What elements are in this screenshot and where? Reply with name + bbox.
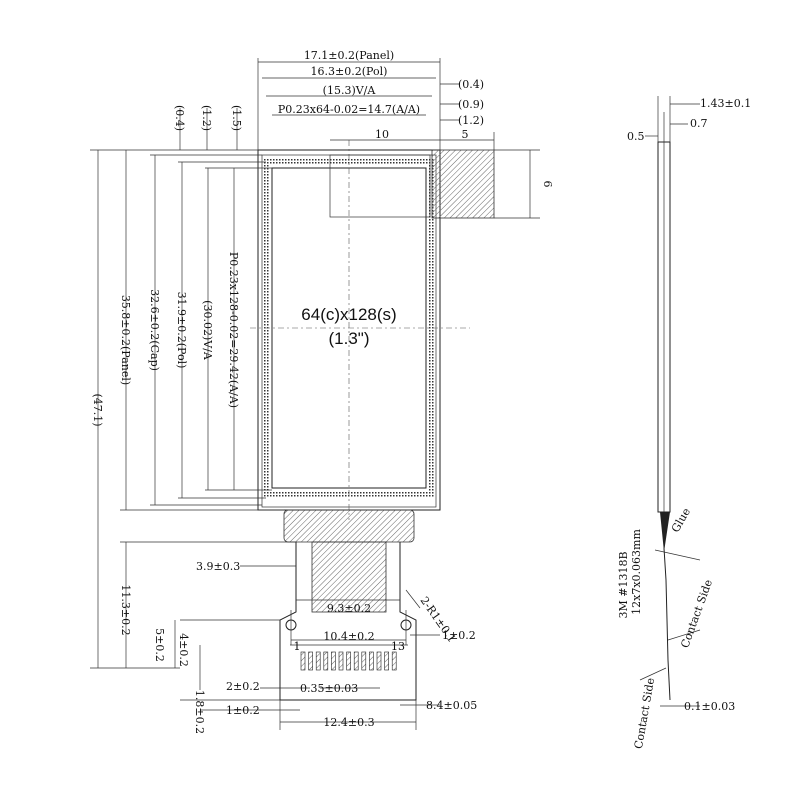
fpc-pad-hatched [431, 149, 495, 219]
fpc-pin [300, 651, 306, 671]
dim-t-01: 0.1±0.03 [684, 700, 735, 713]
dim-pol-height: 31.9±0.2(Pol) [175, 292, 188, 369]
dim-r-12: (1.2) [458, 114, 484, 127]
dim-stiff-4: 4±0.2 [177, 633, 190, 667]
dim-t-05: 0.5 [627, 130, 645, 143]
dim-stiff-5: 5±0.2 [153, 628, 166, 662]
fpc-dimension-lines [174, 565, 440, 730]
dim-aa-width: P0.23x64-0.02=14.7(A/A) [278, 103, 420, 116]
dim-pad-10: 10 [375, 128, 389, 141]
fpc-pin [384, 651, 389, 671]
fpc-pin [308, 651, 313, 671]
dim-panel-height: 35.8±0.2(Panel) [119, 295, 132, 385]
dim-aa-height: P0.23x128-0.02=29.42(A/A) [227, 252, 240, 408]
dim-r-04: (0.4) [458, 78, 484, 91]
left-dimension-lines [90, 108, 296, 669]
dim-va-width: (15.3)V/A [323, 84, 377, 97]
dim-d-1: 1±0.2 [226, 704, 260, 717]
dim-fpc-length: 11.3±0.2 [119, 584, 132, 635]
dim-t-07: 0.7 [690, 117, 708, 130]
dim-pitch: 0.35±0.03 [300, 682, 358, 695]
dim-cap-height: 32.6±0.2(Cap) [148, 289, 161, 371]
tape-label: 3M #1318B [617, 551, 630, 618]
fpc-pin [353, 651, 359, 671]
dim-l-12: (1.2) [200, 105, 213, 131]
dim-d-18: 1.8±0.2 [193, 690, 206, 734]
dim-va-height: (30.02)V/A [201, 300, 214, 361]
size-label: (1.3") [329, 329, 370, 348]
top-dimension-lines [257, 58, 540, 219]
fpc-pin [376, 651, 382, 671]
dim-l-15: (1.5) [230, 105, 243, 131]
side-view [639, 96, 701, 707]
glue-label: Glue [669, 506, 693, 535]
dim-fpc-offset: 3.9±0.3 [196, 560, 240, 573]
contact-side-label-2: Contact Side [632, 677, 657, 750]
dim-panel-width: 17.1±0.2(Panel) [304, 49, 394, 62]
fpc-pin [346, 651, 351, 671]
resolution-label: 64(c)x128(s) [301, 305, 396, 324]
dim-r-09: (0.9) [458, 98, 484, 111]
fpc-pin [323, 651, 329, 671]
dim-pad-5: 5 [462, 128, 469, 141]
fpc-pin [315, 651, 321, 671]
fpc-pin [361, 651, 367, 671]
dim-l-04: (0.4) [173, 105, 186, 131]
pin-13-label: 13 [391, 640, 405, 653]
pin-1-label: 1 [294, 640, 301, 653]
dim-pad-6: 6 [541, 181, 554, 188]
fpc-pin [391, 651, 397, 671]
dim-fpc-neck: 9.3±0.2 [327, 602, 371, 615]
dim-d-2: 2±0.2 [226, 680, 260, 693]
tape-size-label: 12x7x0.063mm [630, 529, 643, 615]
fpc-pin [369, 651, 374, 671]
fpc-pins [300, 651, 397, 671]
dim-hole-span: 10.4±0.2 [323, 630, 374, 643]
dim-total-height: (47.1) [91, 393, 104, 426]
fpc-pin [338, 651, 344, 671]
dim-hole-dia: 1±0.2 [442, 629, 476, 642]
dim-stiff-thk: 8.4±0.05 [426, 699, 477, 712]
dim-pol-width: 16.3±0.2(Pol) [311, 65, 388, 78]
fpc-pin [331, 651, 336, 671]
dim-t-143: 1.43±0.1 [700, 97, 751, 110]
dim-fpc-width: 12.4±0.3 [323, 716, 374, 729]
contact-side-label-1: Contact Side [678, 578, 715, 650]
